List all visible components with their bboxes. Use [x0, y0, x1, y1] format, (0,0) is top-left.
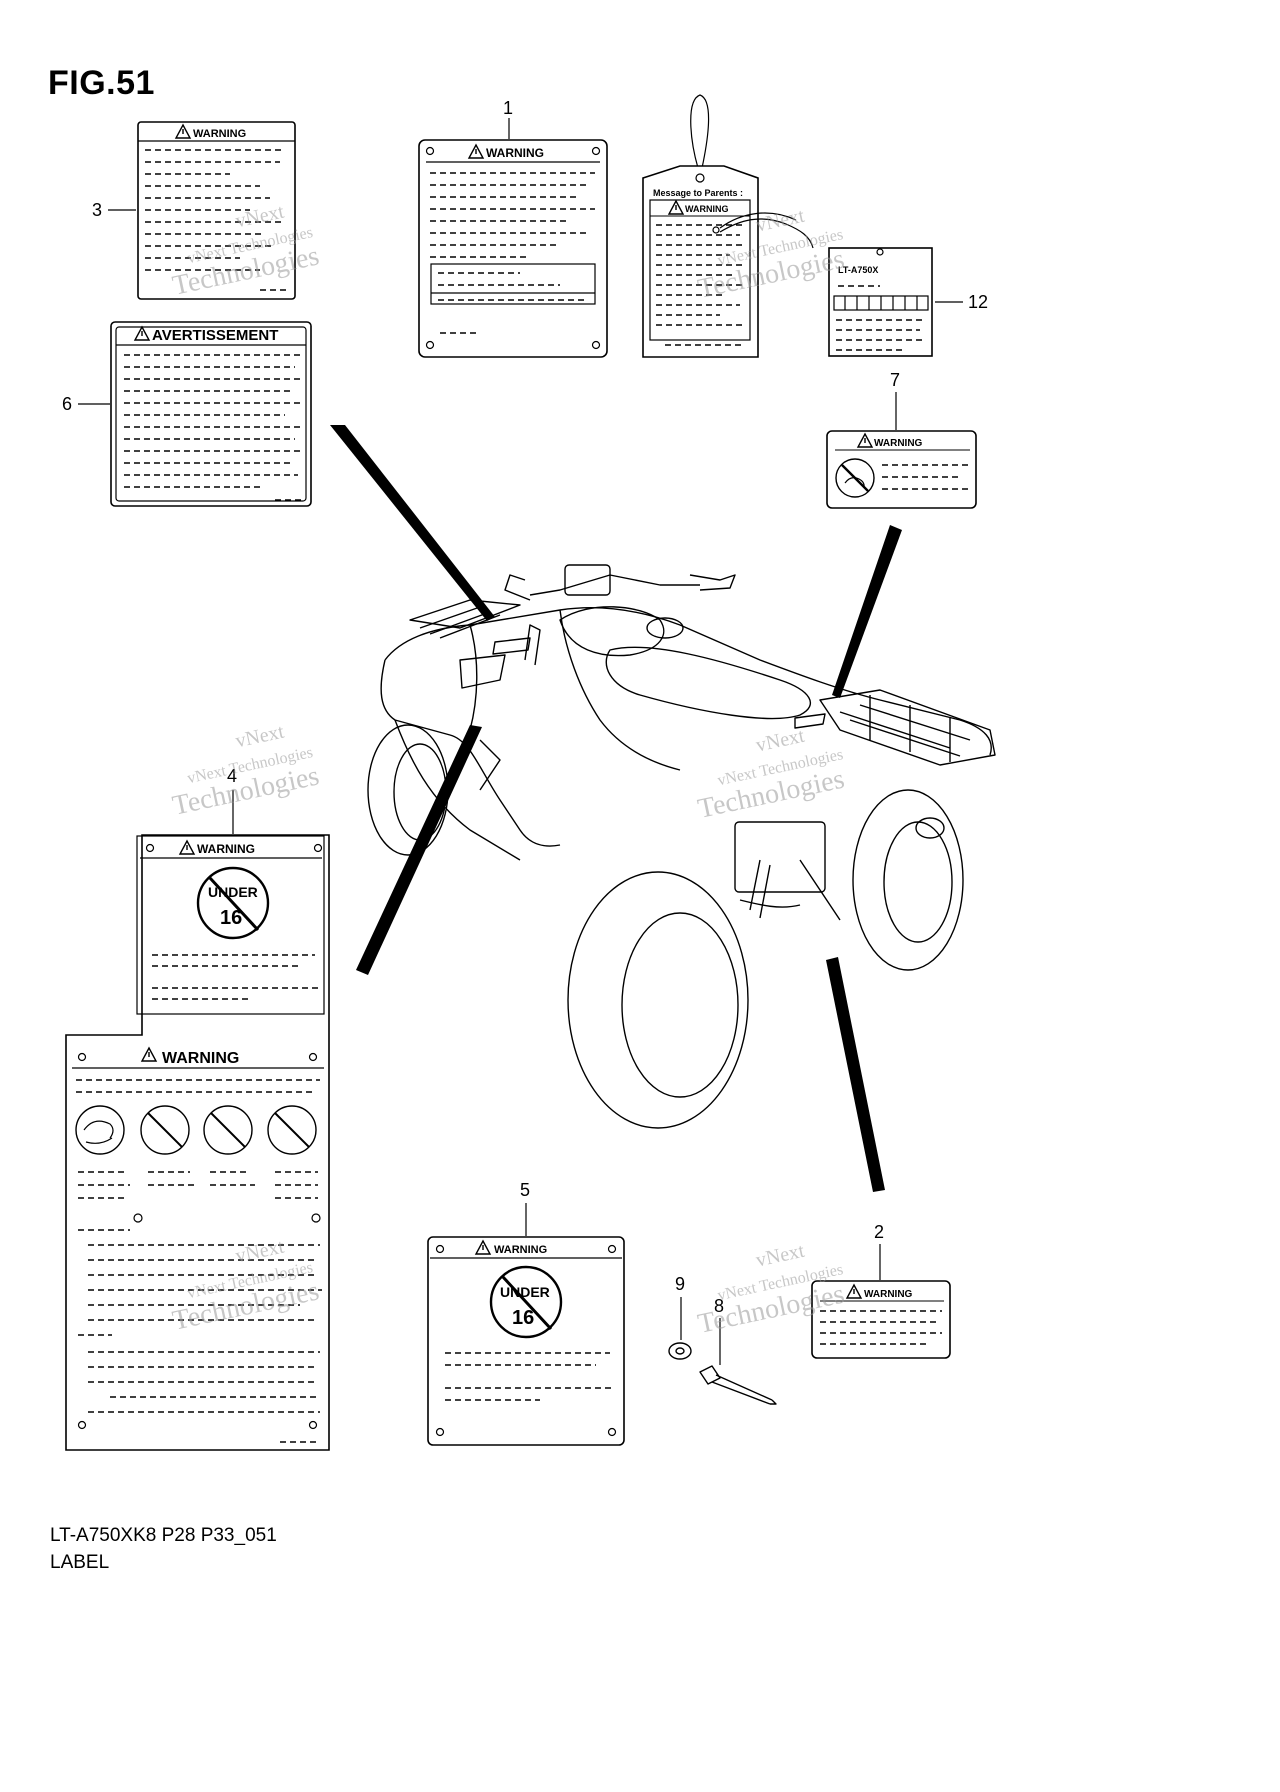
label-6: AVERTISSEMENT — [110, 321, 312, 507]
watermark: vNext vNext Technologies Technologies — [170, 721, 322, 822]
callout-12: 12 — [968, 292, 988, 312]
svg-text:vNext: vNext — [754, 205, 807, 237]
label-3: WARNING — [137, 121, 296, 300]
caption-name: LABEL — [50, 1552, 110, 1573]
caption-model: LT-A750XK8 P28 P33_051 — [50, 1525, 277, 1546]
under-16-prohibition-icon: UNDER 16 — [196, 866, 270, 940]
tag-warning: WARNING — [685, 204, 729, 214]
callout-4: 4 — [227, 766, 237, 786]
callout-5: 5 — [520, 1180, 530, 1200]
tag-heading: Message to Parents : — [653, 188, 743, 198]
svg-text:vNext: vNext — [754, 725, 807, 757]
figure-title: FIG.51 — [48, 64, 155, 102]
label-4: WARNING UNDER 16 WARNING — [65, 834, 330, 1451]
rivet-part-8 — [699, 1365, 777, 1405]
svg-text:vNext: vNext — [754, 1240, 807, 1272]
callout-8: 8 — [714, 1296, 724, 1316]
svg-text:vNext: vNext — [234, 721, 287, 753]
label-12: LT-A750X — [712, 212, 933, 357]
callout-6: 6 — [62, 394, 72, 414]
hang-tag: Message to Parents : WARNING — [642, 94, 759, 358]
label-2: WARNING — [811, 1280, 951, 1359]
label-2-heading: WARNING — [864, 1289, 913, 1300]
atv-outline — [330, 425, 996, 1192]
watermark: vNext vNext Technologies Technologies — [695, 725, 847, 825]
label-4-lower-heading: WARNING — [162, 1050, 239, 1067]
washer-part-9 — [668, 1342, 692, 1360]
under-16-prohibition-icon: UNDER 16 — [489, 1265, 563, 1339]
label-4-heading: WARNING — [197, 842, 255, 856]
callout-7: 7 — [890, 370, 900, 390]
under-text: UNDER — [208, 884, 258, 900]
label-7: WARNING — [826, 430, 977, 509]
age-text: 16 — [220, 907, 242, 929]
callout-2: 2 — [874, 1222, 884, 1242]
age-text: 16 — [512, 1307, 534, 1329]
rider-prohibition-icon — [835, 458, 875, 498]
label-5: WARNING UNDER 16 — [427, 1236, 625, 1446]
label-6-heading: AVERTISSEMENT — [152, 327, 278, 344]
callout-1: 1 — [503, 98, 513, 118]
callout-9: 9 — [675, 1274, 685, 1294]
tag-model: LT-A750X — [838, 265, 878, 275]
label-1-heading: WARNING — [486, 146, 544, 160]
label-1: WARNING — [418, 139, 608, 358]
label-5-heading: WARNING — [494, 1244, 547, 1256]
under-text: UNDER — [500, 1284, 550, 1300]
label-3-heading: WARNING — [193, 128, 246, 140]
label-7-heading: WARNING — [874, 438, 923, 449]
callout-3: 3 — [92, 200, 102, 220]
safety-pictogram-row — [75, 1105, 317, 1155]
